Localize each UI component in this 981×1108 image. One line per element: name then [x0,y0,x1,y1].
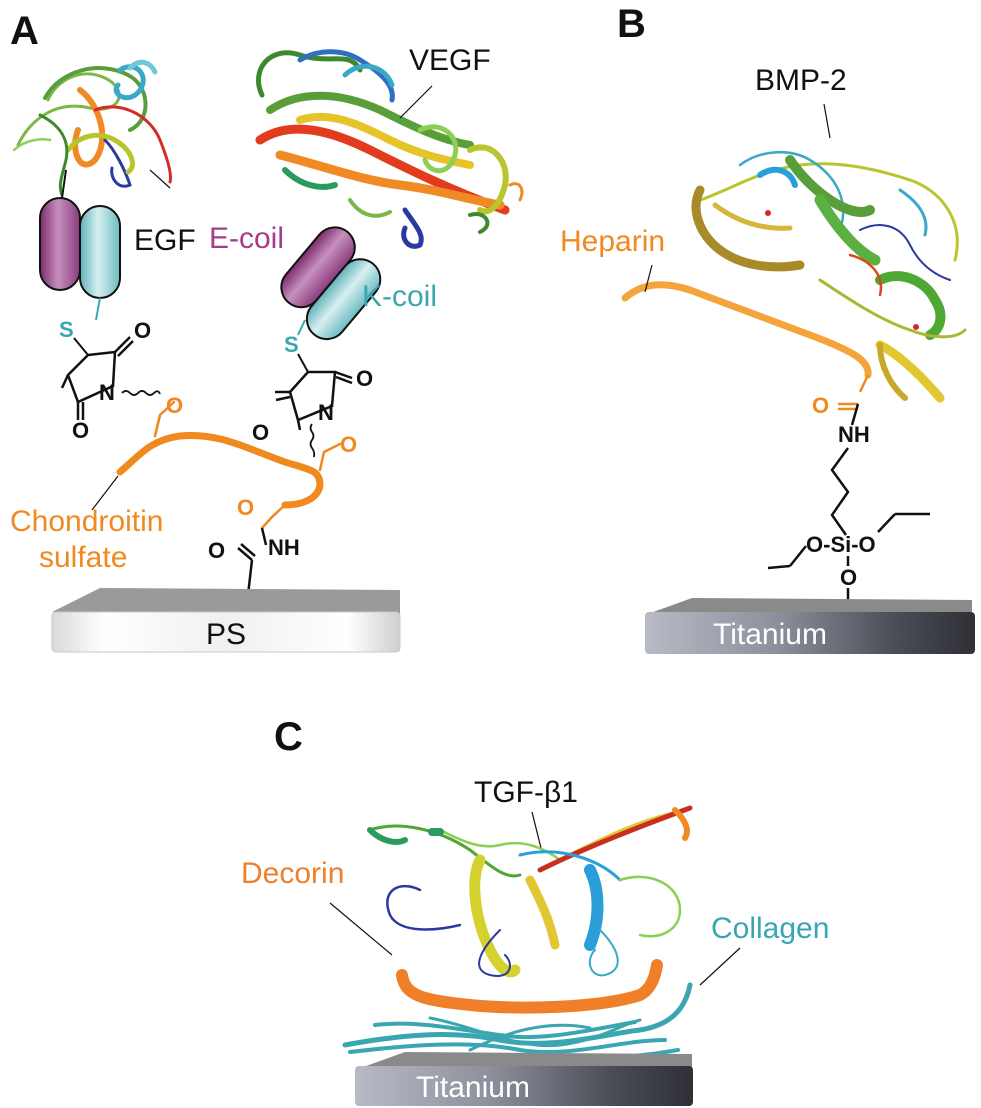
panel-a-letter: A [10,9,39,53]
egf-coil-link [61,169,67,199]
vegf-protein [255,49,524,249]
bond-6 [850,403,860,426]
propyl-chain [830,447,850,536]
k-coil-left-stem [95,297,101,321]
bmp2-leader-line [823,103,831,139]
oxygen-right-top: O [356,366,373,391]
egf-leader-line [149,169,171,189]
chondroitin-leader-line [91,475,119,511]
k-coil-label: K-coil [362,280,437,313]
tgfb1-label: TGF-β1 [474,776,578,809]
tgfb1-leader-line [531,811,543,853]
chondroitin-label-line1: Chondroitin [10,505,163,538]
sulfur-left: S [59,317,74,342]
maleimide-right [275,370,353,431]
ps-label: PS [206,618,246,651]
titanium-label-b: Titanium [713,618,827,651]
e-coil-left [39,197,81,291]
bmp2-protein [691,150,967,403]
heparin-leader-line [644,264,653,293]
oxygen-amide-ps: O [208,538,225,563]
panel-a: A EGF S [10,9,524,653]
titanium-label-c: Titanium [416,1071,530,1104]
wavy-link-right [309,423,316,458]
oxygen-left-bottom: O [72,418,89,443]
k-coil-right [305,258,382,341]
collagen-leader-line [699,947,741,986]
egf-protein [12,59,172,197]
k-coil-left [79,205,121,299]
nitrogen-left: N [99,380,115,405]
oxygen-cs-1: O [166,393,183,418]
bond-3 [858,374,870,393]
decorin-leader-line [329,902,393,956]
heparin-chain [621,281,872,379]
bond [73,337,89,356]
maleimide-left [60,336,134,420]
oxygen-cs-2: O [340,432,357,457]
panel-b: B BMP-2 Heparin [560,2,975,654]
tgfb1-protein [367,805,693,978]
panel-b-letter: B [617,2,646,46]
nh-heparin: NH [838,422,870,447]
collagen-label: Collagen [711,912,829,945]
vegf-leader-line [399,85,433,119]
oxygen-heparin: O [812,393,829,418]
oxygen-cs-3: O [237,495,254,520]
bond-7 [789,545,807,567]
decorin-label: Decorin [241,857,344,890]
e-coil-label: E-coil [209,222,284,255]
sulfur-right: S [284,332,299,357]
titanium-substrate-c: Titanium [355,1052,693,1106]
vegf-label: VEGF [409,44,491,77]
chondroitin-label-line2: sulfate [39,541,127,574]
silane-row: O-Si-O [806,532,876,557]
egf-label: EGF [134,224,196,257]
heparin-label: Heparin [560,225,665,258]
oxygen-right-bottom: O [252,420,269,445]
titanium-substrate-b: Titanium [645,598,975,654]
chondroitin-chain [116,400,342,530]
wavy-link-left [121,390,161,396]
bond-8 [767,564,791,570]
panel-c-letter: C [274,715,303,759]
nh-amide-ps: NH [268,535,300,560]
panel-c: C TGF-β1 Decorin [241,715,829,1106]
nitrogen-right: N [318,400,334,425]
k-coil-right-stem [297,319,306,336]
decorin-chain [396,959,663,1014]
bond-9 [877,513,896,533]
bond-2 [297,353,309,373]
ps-substrate: PS [51,588,401,653]
oxygen-left-top: O [134,318,151,343]
bmp2-label: BMP-2 [755,64,847,97]
amide-linker-ps [237,527,268,596]
oxygen-silane-bottom: O [840,565,857,590]
